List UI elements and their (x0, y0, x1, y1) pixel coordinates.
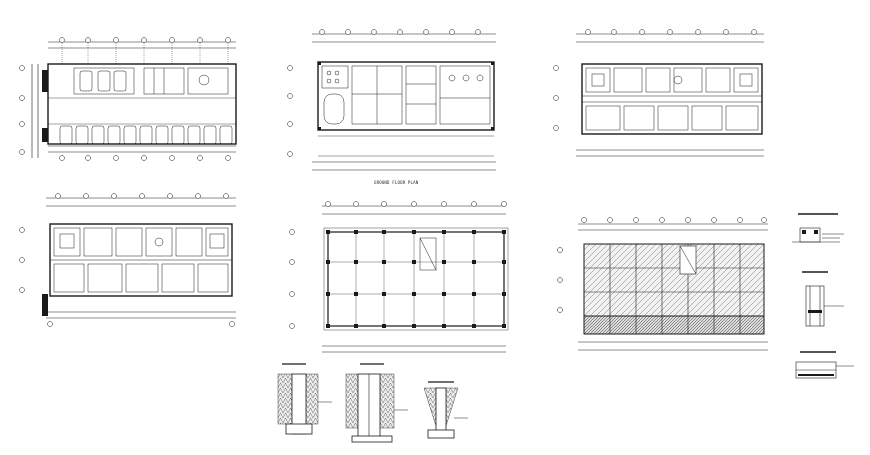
column-layout-plan (284, 198, 520, 358)
drawing-title: GROUND FLOOR PLAN (374, 180, 419, 185)
basement-parking-plan (14, 34, 252, 166)
ground-floor-plan: GROUND FLOOR PLAN (282, 24, 510, 190)
typical-floor-plan-a (548, 24, 782, 162)
wall-section-details (788, 210, 860, 385)
footing-details (268, 358, 488, 450)
typical-floor-plan-b (14, 190, 252, 330)
roof-slab-plan (552, 210, 784, 370)
